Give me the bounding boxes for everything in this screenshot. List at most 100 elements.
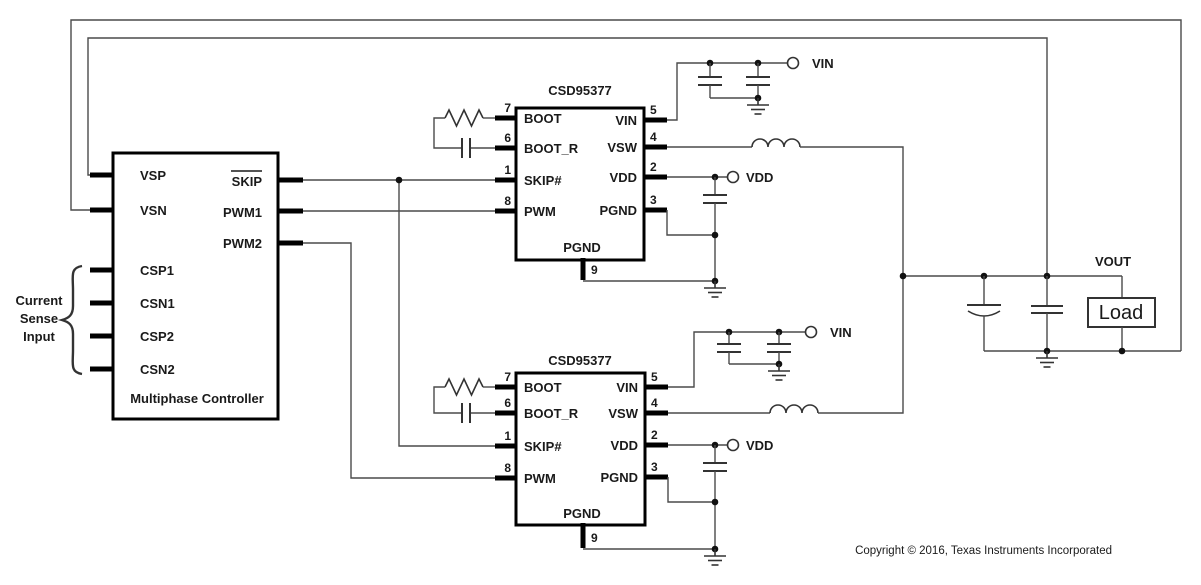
pin-label: PGND [563, 506, 601, 521]
controller-title: Multiphase Controller [130, 391, 264, 406]
skip-branch-wire [398, 180, 495, 447]
vsw-network [667, 138, 904, 276]
ground-symbol [1036, 351, 1058, 368]
pin-label: PWM [524, 471, 556, 486]
pin-number: 4 [651, 396, 658, 410]
controller-pin-label: VSP [140, 168, 166, 183]
sense-group-label: Current [16, 293, 64, 308]
vin-label: VIN [830, 325, 852, 340]
pin-number: 9 [591, 263, 598, 277]
pin-label: PGND [563, 240, 601, 255]
resistor-symbol [444, 377, 484, 397]
controller-pin-label: CSN2 [140, 362, 175, 377]
capacitor-curved-plate [967, 310, 1001, 317]
pin-number: 5 [651, 370, 658, 384]
power-stage-2: CSD95377 7 6 1 8 5 4 2 3 BOOT BOOT_R SKI… [433, 276, 904, 566]
sense-group-label: Sense [20, 311, 58, 326]
pin-number: 8 [504, 194, 511, 208]
pin-label: VSW [608, 406, 638, 421]
pin-number: 4 [650, 130, 657, 144]
capacitor-symbol [1031, 276, 1063, 351]
junction-dot [711, 231, 719, 239]
pin-number: 5 [650, 103, 657, 117]
pin-number: 3 [651, 460, 658, 474]
controller-pin-label: PWM2 [223, 236, 262, 251]
pin-number: 7 [504, 101, 511, 115]
stage2-part-number: CSD95377 [548, 353, 612, 368]
vdd-terminal [726, 170, 740, 184]
pin-label: VDD [610, 170, 637, 185]
multiphase-controller: VSP VSN CSP1 CSN1 CSP2 CSN2 SKIP PWM1 PW… [16, 151, 303, 421]
vin-terminal [786, 56, 800, 70]
sense-group-label: Input [23, 329, 55, 344]
wire [667, 62, 787, 121]
stage1-part-number: CSD95377 [548, 83, 612, 98]
control-signal-wires [303, 176, 495, 479]
inductor-symbol [751, 138, 801, 148]
pin-label: VSW [607, 140, 637, 155]
controller-pin-label: SKIP [232, 174, 263, 189]
inductor-symbol [769, 404, 819, 414]
vsp-sense-wire [87, 37, 1048, 276]
load-box [1087, 297, 1156, 328]
pin-number: 6 [504, 131, 511, 145]
remote-sense-wires [70, 19, 1182, 351]
pin-label: BOOT_R [524, 406, 579, 421]
pwm2-wire [303, 242, 495, 479]
pin-label: VDD [611, 438, 638, 453]
vdd-terminal [726, 438, 740, 452]
brace-symbol [57, 264, 83, 376]
vdd-network: VDD [667, 438, 773, 566]
controller-pin-label: VSN [140, 203, 167, 218]
pin-label: SKIP# [524, 439, 562, 454]
pin-number: 7 [504, 370, 511, 384]
pin-label: SKIP# [524, 173, 562, 188]
pin-label: BOOT [524, 111, 562, 126]
load-label: Load [1099, 302, 1144, 324]
pin-label: PGND [600, 470, 638, 485]
pin-label: PGND [599, 203, 637, 218]
power-stage-1: CSD95377 7 6 1 8 5 4 2 3 BOOT BOOT_R SKI… [433, 56, 904, 298]
vdd-label: VDD [746, 170, 773, 185]
pin-number: 6 [504, 396, 511, 410]
ground-symbol [768, 364, 790, 381]
pin-number: 8 [504, 461, 511, 475]
controller-pin-label: CSP2 [140, 329, 174, 344]
pin-number: 3 [650, 193, 657, 207]
controller-pin-label: CSN1 [140, 296, 175, 311]
vsn-sense-wire [70, 19, 1182, 351]
wire [433, 117, 461, 149]
pin-number: 9 [591, 531, 598, 545]
pgnd3-wire [667, 477, 715, 503]
output-section: VOUT Load [899, 254, 1181, 368]
ground-symbol [704, 549, 726, 566]
pin-label: PWM [524, 204, 556, 219]
vin-input-network: VIN [668, 325, 852, 388]
junction-dot [395, 176, 403, 184]
vdd-network: VDD [666, 170, 773, 298]
stage2-body [514, 371, 647, 527]
pin-label: BOOT [524, 380, 562, 395]
pin-number: 1 [504, 163, 511, 177]
pin-label: VIN [616, 380, 638, 395]
controller-body [111, 151, 280, 421]
junction-dot [711, 498, 719, 506]
ground-symbol [704, 281, 726, 298]
vout-label: VOUT [1095, 254, 1131, 269]
controller-pin-label: PWM1 [223, 205, 262, 220]
resistor-symbol [444, 108, 484, 128]
wire [800, 146, 904, 276]
pin-label: VIN [615, 113, 637, 128]
junction-dot [899, 272, 907, 280]
pin-label: BOOT_R [524, 141, 579, 156]
pin-number: 1 [504, 429, 511, 443]
vsw-network [668, 276, 904, 414]
copyright-text: Copyright © 2016, Texas Instruments Inco… [855, 545, 1112, 557]
electrolytic-capacitor-symbol [967, 276, 1001, 351]
ground-symbol [747, 98, 769, 115]
boot-network [433, 108, 495, 158]
vin-input-network: VIN [667, 56, 834, 121]
pin-number: 2 [650, 160, 657, 174]
vin-terminal [804, 325, 818, 339]
